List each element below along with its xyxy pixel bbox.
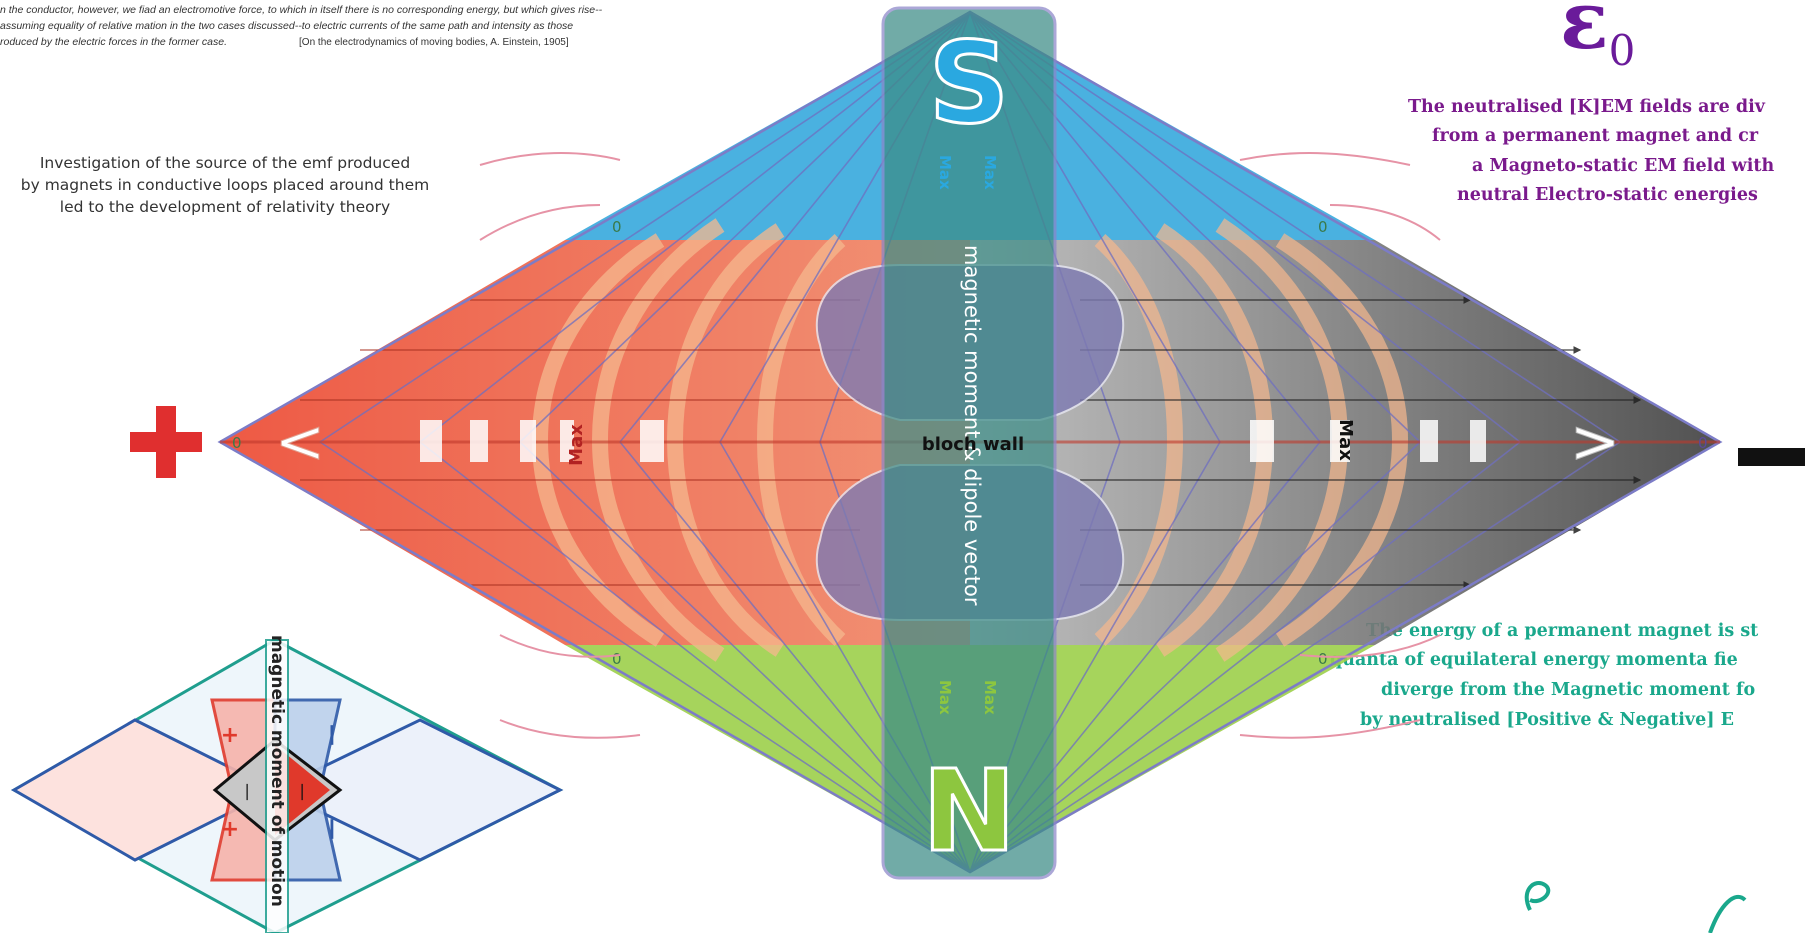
inset-minus-bottom: — <box>320 818 345 840</box>
zero-bottom-right: 0 <box>1318 650 1328 668</box>
inset-plus-top: + <box>221 723 239 748</box>
inset-center-minus-right: — <box>292 783 313 801</box>
magnetic-moment-bar <box>881 6 1057 880</box>
investigation-line-2: by magnets in conductive loops placed ar… <box>20 176 430 194</box>
max-top-b: Max <box>981 155 999 190</box>
quote-line-1: n the conductor, however, we fiad an ele… <box>0 4 603 16</box>
minus-sign-right <box>1738 448 1805 466</box>
pole-north: N <box>922 747 1016 877</box>
epsilon-subscript: 0 <box>1608 26 1636 75</box>
max-left-label: Max <box>566 424 587 466</box>
purple-line-2: from a permanent magnet and cr <box>1432 126 1759 146</box>
bar-label: magnetic moment & dipole vector <box>960 245 984 606</box>
zero-top-right: 0 <box>1318 218 1328 236</box>
zero-bottom-left: 0 <box>612 650 622 668</box>
decorative-swirls <box>1524 881 1747 933</box>
purple-line-3: a Magneto-static EM field with <box>1472 156 1775 176</box>
max-bottom-b: Max <box>981 680 999 715</box>
green-line-3: diverge from the Magnetic moment fo <box>1381 680 1756 700</box>
horizontal-arrows-right <box>1080 296 1642 589</box>
quote-line-3-text: roduced by the electric forces in the fo… <box>0 36 228 48</box>
zero-left: 0 <box>232 434 242 452</box>
green-line-4: by neutralised [Positive & Negative] E <box>1360 710 1734 730</box>
inset-plus-bottom: + <box>221 817 239 842</box>
bloch-wall-label: bloch wall <box>922 434 1024 455</box>
less-than-left: < <box>275 407 325 477</box>
epsilon-glyph: ε <box>1560 0 1609 67</box>
purple-line-1: The neutralised [K]EM fields are div <box>1408 97 1765 117</box>
investigation-text: Investigation of the source of the emf p… <box>0 152 450 218</box>
inset-vertical-bar <box>265 639 289 933</box>
investigation-line-3: led to the development of relativity the… <box>59 198 391 216</box>
quote-line-3: roduced by the electric forces in the fo… <box>0 34 860 51</box>
epsilon-zero-symbol: ε0 <box>1560 0 1635 101</box>
inset-label: magnetic moment of motion <box>267 635 287 907</box>
purple-line-4: neutral Electro-static energies <box>1457 185 1758 205</box>
pole-south: S <box>929 19 1010 149</box>
left-field-arcs <box>532 218 846 662</box>
green-line-2: quanta of equilateral energy momenta fie <box>1330 650 1738 670</box>
einstein-quote: n the conductor, however, we fiad an ele… <box>0 2 860 51</box>
inset-right-diamond <box>271 718 564 862</box>
green-line-1: The energy of a permanent magnet is st <box>1366 621 1759 641</box>
max-top-a: Max <box>936 155 954 190</box>
outer-pink-arcs <box>479 152 1441 739</box>
center-blocks-right <box>1250 420 1486 462</box>
quote-citation: [On the electrodynamics of moving bodies… <box>299 37 569 48</box>
plus-sign-left <box>130 406 202 478</box>
horizontal-arrows-left <box>300 299 860 586</box>
zero-top-left: 0 <box>612 218 622 236</box>
inset-diagram: magnetic moment of motion + + — — — — <box>10 635 564 933</box>
center-blocks-left <box>420 420 664 462</box>
quote-line-2: assuming equality of relative mation in … <box>0 20 574 32</box>
max-bottom-a: Max <box>936 680 954 715</box>
inset-center-minus-left: — <box>237 783 258 801</box>
zero-right: 0 <box>1698 434 1708 452</box>
inset-minus-top: — <box>320 724 345 746</box>
investigation-line-1: Investigation of the source of the emf p… <box>39 154 411 172</box>
zero-markers: 0 0 0 0 0 0 <box>232 218 1708 668</box>
greater-than-right: > <box>1570 407 1620 477</box>
max-right-label: Max <box>1335 419 1356 461</box>
